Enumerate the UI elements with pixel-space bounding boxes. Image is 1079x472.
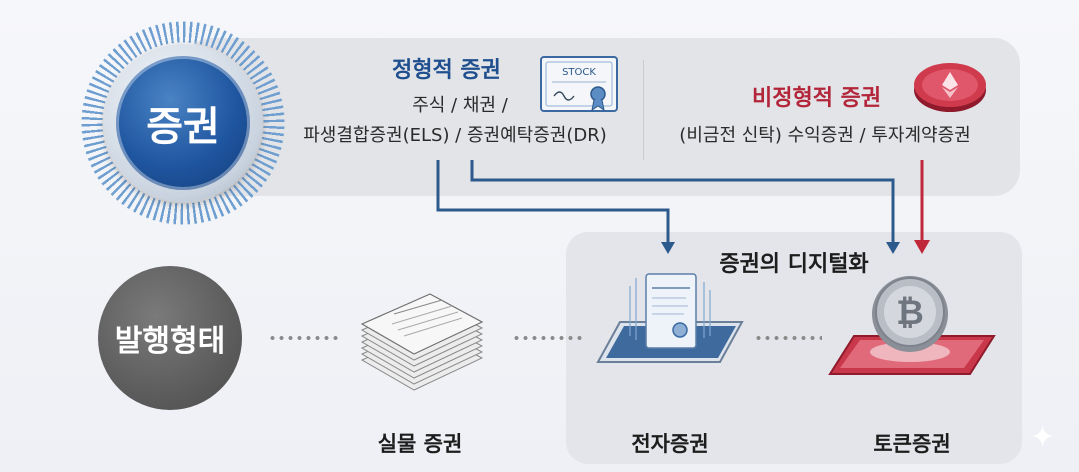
physical-securities-label: 실물 증권 bbox=[377, 432, 463, 456]
certificate-text: STOCK bbox=[562, 67, 596, 78]
dotted-connector bbox=[512, 336, 584, 340]
token-securities-label: 토큰증권 bbox=[873, 432, 951, 456]
dotted-connector bbox=[268, 336, 340, 340]
formal-securities-line1: 주식 / 채권 / bbox=[412, 95, 508, 116]
informal-securities-title: 비정형적 증권 bbox=[752, 86, 882, 111]
svg-text:₿: ₿ bbox=[896, 293, 924, 333]
stock-certificate-icon: STOCK bbox=[540, 56, 618, 112]
electronic-securities-label: 전자증권 bbox=[631, 432, 709, 456]
paper-stack-icon bbox=[360, 293, 484, 391]
dotted-connector bbox=[754, 336, 822, 340]
securities-badge: 증권 bbox=[116, 56, 250, 190]
informal-securities-line1: (비금전 신탁) 수익증권 / 투자계약증권 bbox=[679, 125, 971, 146]
type-divider bbox=[643, 60, 644, 160]
tablet-document-icon bbox=[596, 273, 744, 363]
formal-securities-title: 정형적 증권 bbox=[392, 58, 501, 83]
formal-securities-line2: 파생결합증권(ELS) / 증권예탁증권(DR) bbox=[303, 125, 607, 146]
bitcoin-coin-icon: ₿ bbox=[828, 276, 996, 375]
ethereum-coin-icon bbox=[914, 63, 986, 112]
digitalization-title: 증권의 디지털화 bbox=[719, 252, 869, 277]
sparkle-icon: ✦ bbox=[1030, 420, 1056, 455]
issuance-form-badge: 발행형태 bbox=[98, 266, 242, 410]
